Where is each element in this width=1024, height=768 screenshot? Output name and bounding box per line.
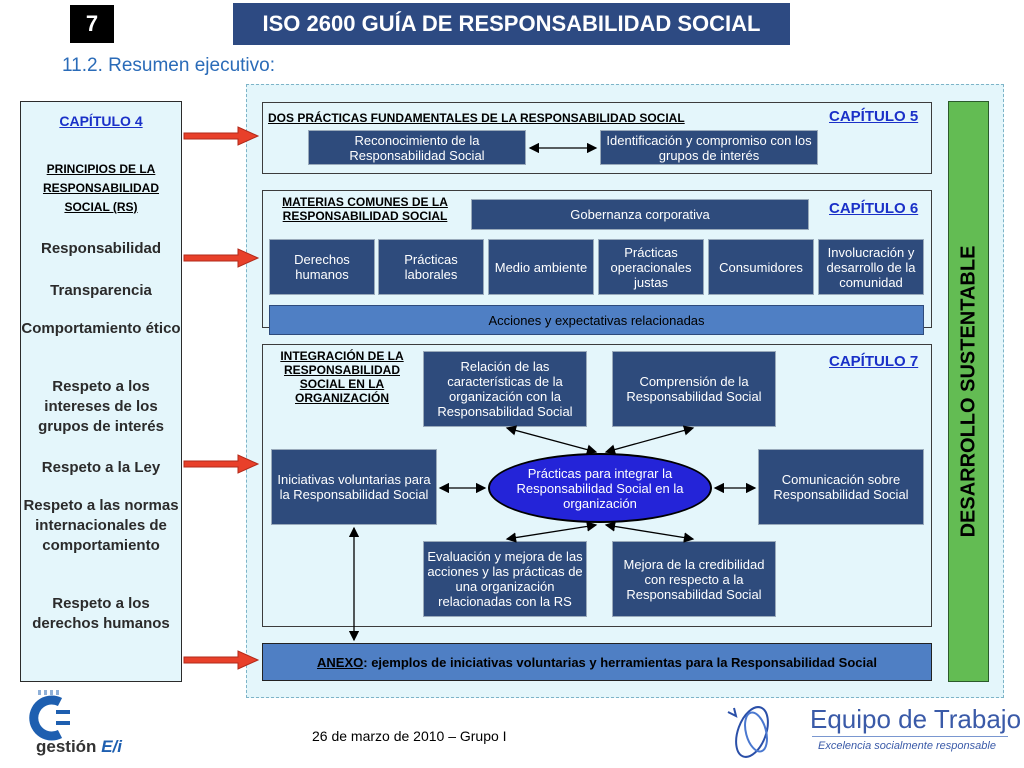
actions-bar: Acciones y expectativas relacionadas [269,305,924,335]
annex-label: ANEXO [317,654,364,670]
chapter-7-label: CAPÍTULO 7 [829,353,919,370]
comprehension-text: Comprensión de la Responsabilidad Social [626,374,762,404]
equipo-logo-title: Equipo de Trabajo [810,704,1022,734]
core-subjects-title: MATERIAS COMUNES DE LA RESPONSABILIDAD S… [282,195,448,223]
subject-box: Involucración y desarrollo de la comunid… [818,239,924,295]
equipo-logo-divider [812,736,1008,737]
connector-arrow [505,425,598,455]
principle-item: Respeto a la Ley [41,459,161,476]
credibility-text: Mejora de la credibilidad con respecto a… [623,556,765,602]
integration-title: INTEGRACIÓN DE LA RESPONSABILIDAD SOCIAL… [280,349,404,405]
red-arrow [183,126,260,146]
principles-panel [20,101,182,682]
connector-arrow [505,521,598,543]
subject-box: Derechos humanos [269,239,375,295]
relation-box: Relación de las características de la or… [423,351,587,427]
communication-text: Comunicación sobre Responsabilidad Socia… [773,472,909,502]
subject-box: Prácticas laborales [378,239,484,295]
stakeholder-box: Identificación y compromiso con los grup… [600,130,818,165]
communication-box: Comunicación sobre Responsabilidad Socia… [758,449,924,525]
principle-item: Respeto a los intereses de los grupos de… [38,378,164,435]
annex-bar: ANEXO: ejemplos de iniciativas voluntari… [262,643,932,681]
slide-title: ISO 2600 GUÍA DE RESPONSABILIDAD SOCIAL [233,3,790,45]
governance-text: Gobernanza corporativa [570,207,710,222]
subject-text: Prácticas operacionales justas [610,244,692,290]
credibility-box: Mejora de la credibilidad con respecto a… [612,541,776,617]
evaluation-text: Evaluación y mejora de las acciones y la… [427,549,583,609]
slide-number-badge: 7 [70,5,114,43]
principle-item: Responsabilidad [40,240,162,257]
principle-item: Comportamiento ético [21,320,181,337]
sustainable-development-bar: DESARROLLO SUSTENTABLE [948,101,989,682]
principle-item: Transparencia [50,282,152,299]
stakeholder-text: Identificación y compromiso con los grup… [606,132,812,163]
voluntary-initiatives-text: Iniciativas voluntarias para la Responsa… [277,472,431,502]
gestion-logo-mark [29,690,70,741]
subject-text: Consumidores [719,259,803,275]
subject-box: Medio ambiente [488,239,594,295]
red-arrow [183,248,260,268]
connector-arrow [604,425,695,455]
gestion-word: gestión [36,737,97,756]
subject-text: Involucración y desarrollo de la comunid… [826,244,916,290]
gestion-logo-text: gestión E/i [36,737,122,757]
subject-text: Medio ambiente [494,259,588,275]
chapter-6-label: CAPÍTULO 6 [829,200,919,217]
recognition-box: Reconocimiento de la Responsabilidad Soc… [308,130,526,165]
subject-text: Prácticas laborales [404,252,458,282]
gestion-suffix: E/i [101,737,122,756]
governance-box: Gobernanza corporativa [471,199,809,230]
integration-practices-text: Prácticas para integrar la Responsabilid… [516,465,684,511]
red-arrow [183,650,260,670]
footer-date: 26 de marzo de 2010 – Grupo I [312,728,507,744]
slide-subtitle: 11.2. Resumen ejecutivo: [62,55,275,76]
actions-text: Acciones y expectativas relacionadas [488,312,705,328]
chapter-4-label: CAPÍTULO 4 [59,113,143,129]
annex-text: : ejemplos de iniciativas voluntarias y … [363,654,877,670]
chapter-5-label: CAPÍTULO 5 [829,108,919,125]
principle-item: Respeto a las normas internacionales de … [23,497,179,554]
relation-text: Relación de las características de la or… [437,359,573,419]
connector-arrow [604,521,695,543]
subject-text: Derechos humanos [294,252,350,282]
equipo-logo-mark [727,706,769,758]
subject-box: Prácticas operacionales justas [598,239,704,295]
integration-practices-ellipse: Prácticas para integrar la Responsabilid… [488,453,712,523]
principle-item: Respeto a los derechos humanos [32,595,170,632]
comprehension-box: Comprensión de la Responsabilidad Social [612,351,776,427]
subject-box: Consumidores [708,239,814,295]
equipo-logo-subtitle: Excelencia socialmente responsable [818,740,996,752]
voluntary-initiatives-box: Iniciativas voluntarias para la Responsa… [271,449,437,525]
principles-heading: PRINCIPIOS DE LA RESPONSABILIDAD SOCIAL … [42,162,159,214]
recognition-text: Reconocimiento de la Responsabilidad Soc… [349,132,485,163]
fundamental-practices-title: DOS PRÁCTICAS FUNDAMENTALES DE LA RESPON… [268,111,685,125]
evaluation-box: Evaluación y mejora de las acciones y la… [423,541,587,617]
red-arrow [183,454,260,474]
